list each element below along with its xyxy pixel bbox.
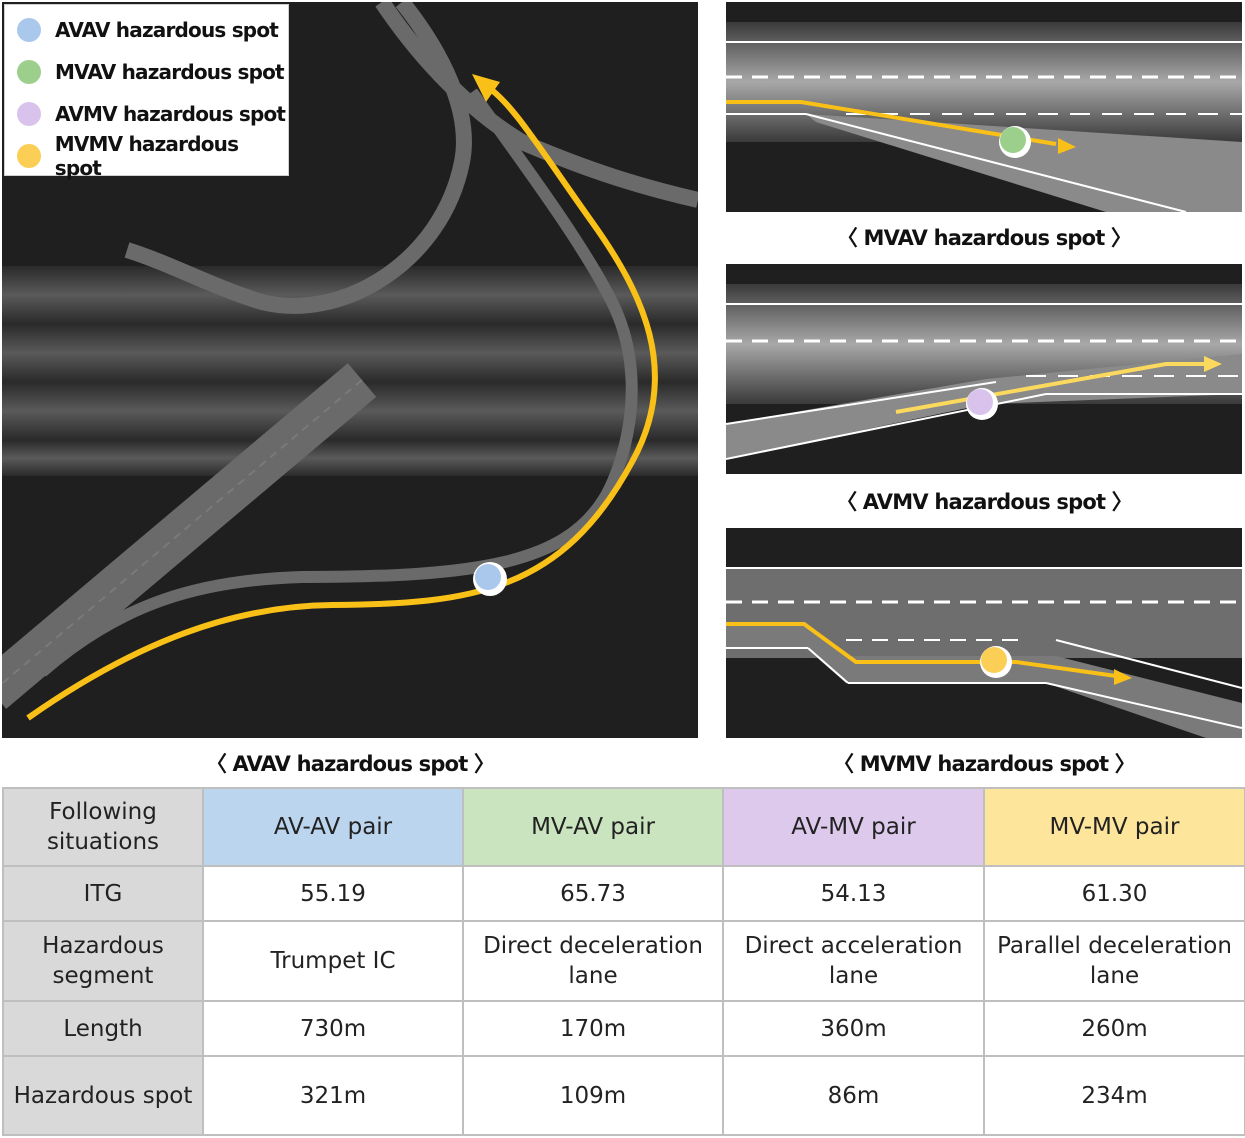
table-cell: 170m [462, 1000, 724, 1057]
legend-label: MVMV hazardous spot [54, 132, 239, 180]
summary-table: Following situations AV-AV pair MV-AV pa… [2, 787, 1245, 1136]
avav-hazard-marker [475, 564, 501, 590]
avmv-hazard-marker [967, 389, 993, 415]
ramp-top-right [375, 2, 698, 208]
mvmv-diagram [726, 528, 1242, 738]
caption-mvav: 〈 MVAV hazardous spot 〉 [836, 226, 1132, 250]
avmv-diagram [726, 264, 1242, 474]
mvmv-ramp [726, 622, 1242, 738]
legend: AVAV hazardous spot MVAV hazardous spot … [4, 4, 289, 180]
table-row: Length 730m 170m 360m 260m [2, 1000, 1245, 1057]
table-cell: 54.13 [722, 865, 985, 922]
caption-mvmv: 〈 MVMV hazardous spot 〉 [833, 752, 1136, 776]
table-row: Hazardous segment Trumpet IC Direct dece… [2, 920, 1245, 1002]
table-cell: 321m [202, 1055, 464, 1136]
table-cell: 730m [202, 1000, 464, 1057]
avav-trajectory [26, 83, 658, 721]
legend-item-avmv: AVMV hazardous spot [17, 97, 286, 131]
avmv-ramp [726, 354, 1242, 459]
legend-item-mvav: MVAV hazardous spot [17, 55, 285, 89]
ramp-trumpet [38, 88, 638, 677]
avmv-panel [726, 264, 1242, 474]
table-cell: 55.19 [202, 865, 464, 922]
caption-avmv: 〈 AVMV hazardous spot 〉 [836, 490, 1133, 514]
table-cell: 61.30 [983, 865, 1245, 922]
mvav-diagram [726, 2, 1242, 212]
table-cell: Trumpet IC [202, 920, 464, 1002]
legend-dot-green [17, 60, 41, 84]
mvav-hazard-marker [1000, 127, 1026, 153]
legend-label: AVAV hazardous spot [55, 18, 279, 42]
legend-item-avav: AVAV hazardous spot [17, 13, 279, 47]
table-cell: Direct acceleration lane [722, 920, 985, 1002]
table-cell: 234m [983, 1055, 1245, 1136]
table-cell: 65.73 [462, 865, 724, 922]
mvav-road [726, 22, 1242, 142]
mvmv-hazard-marker [981, 647, 1007, 673]
legend-dot-yellow [17, 144, 41, 168]
legend-label: MVAV hazardous spot [55, 60, 285, 84]
row-label: Hazardous spot [2, 1055, 204, 1136]
legend-dot-purple [17, 102, 41, 126]
header-mv-av: MV-AV pair [462, 787, 724, 867]
mvav-ramp [806, 114, 1242, 212]
table-row: ITG 55.19 65.73 54.13 61.30 [2, 865, 1245, 922]
header-av-mv: AV-MV pair [722, 787, 985, 867]
row-label: Length [2, 1000, 204, 1057]
table-cell: 260m [983, 1000, 1245, 1057]
caption-avav: 〈 AVAV hazardous spot 〉 [205, 752, 495, 776]
table-cell: Direct deceleration lane [462, 920, 724, 1002]
table-header-row: Following situations AV-AV pair MV-AV pa… [2, 787, 1245, 867]
table-cell: 86m [722, 1055, 985, 1136]
legend-dot-blue [17, 18, 41, 42]
table-cell: 109m [462, 1055, 724, 1136]
mvmv-panel [726, 528, 1242, 738]
legend-item-mvmv: MVMV hazardous spot [17, 132, 288, 180]
trajectory-arrowhead [472, 74, 500, 102]
mvmv-trajectory [726, 622, 1117, 678]
row-label: ITG [2, 865, 204, 922]
header-mv-mv: MV-MV pair [983, 787, 1245, 867]
header-av-av: AV-AV pair [202, 787, 464, 867]
table-cell: 360m [722, 1000, 985, 1057]
table-cell: Parallel deceleration lane [983, 920, 1245, 1002]
highway-band-4 [2, 440, 698, 476]
header-label: Following situations [2, 787, 204, 867]
avav-map [2, 2, 698, 738]
table-row: Hazardous spot 321m 109m 86m 234m [2, 1055, 1245, 1136]
ramp-loop [124, 2, 472, 314]
mvav-trajectory [726, 100, 1057, 146]
mvav-panel [726, 2, 1242, 212]
legend-label: AVMV hazardous spot [55, 102, 286, 126]
avav-map-panel: AVAV hazardous spot MVAV hazardous spot … [2, 2, 698, 738]
row-label: Hazardous segment [2, 920, 204, 1002]
